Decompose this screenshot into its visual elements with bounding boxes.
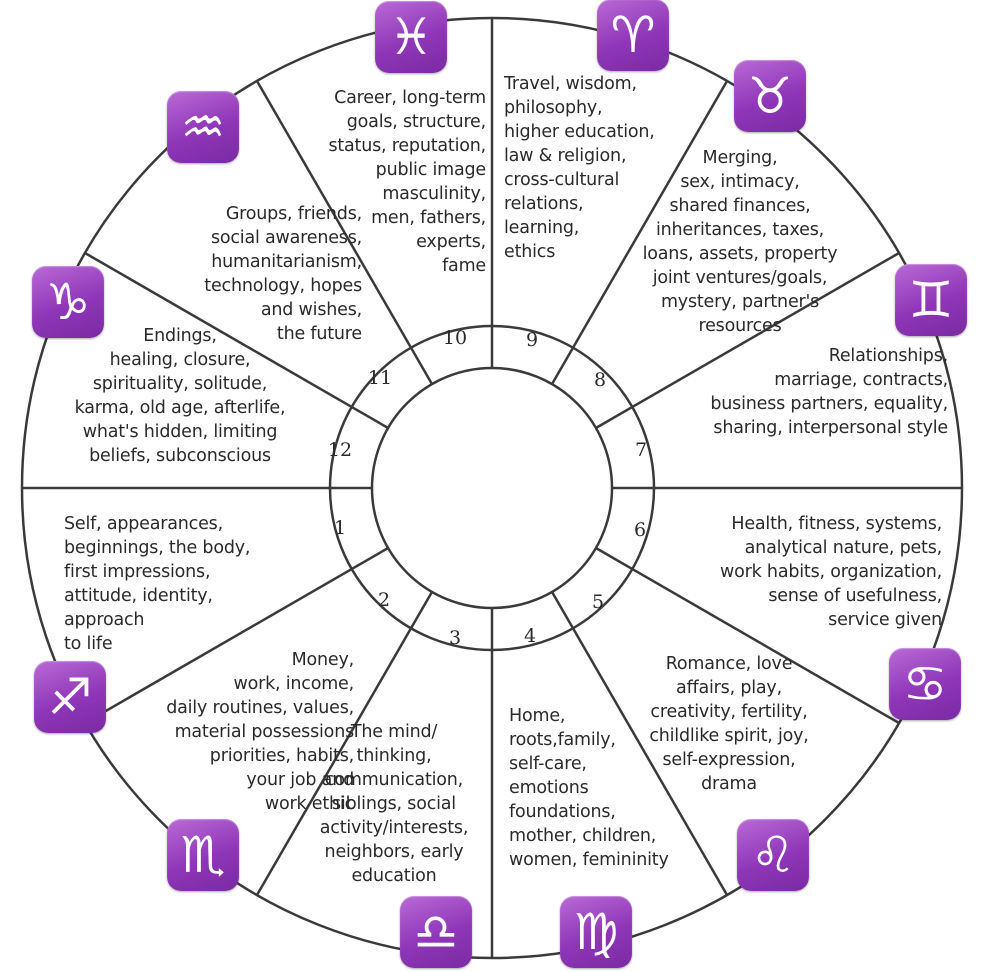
house-9-number: 9 [525,329,539,351]
house-5-text: Romance, love affairs, play, creativity,… [649,654,809,794]
house-2-number: 2 [377,589,391,611]
gemini-icon: ♊ [895,264,967,336]
cancer-icon: ♋ [889,648,961,720]
virgo-icon: ♍ [560,896,632,968]
house-divider [595,546,900,725]
house-divider [255,591,434,896]
inner-circle [370,366,614,610]
house-divider [550,80,729,385]
house-10-text: Career, long-term goals, structure, stat… [328,88,486,276]
house-11-number: 11 [367,367,393,389]
capricorn-icon: ♑ [32,266,104,338]
house-2-text: Money, work, income, daily routines, val… [166,650,354,814]
house-3-number: 3 [448,627,462,649]
house-9-text: Travel, wisdom, philosophy, higher educa… [504,74,655,262]
sagittarius-icon: ♐ [34,661,106,733]
house-6-number: 6 [633,519,647,541]
house-7-number: 7 [634,439,648,461]
house-divider [84,546,389,725]
pisces-icon: ♓ [375,1,447,73]
house-12-number: 12 [327,439,353,461]
house-divider [84,251,389,430]
house-8-number: 8 [593,369,607,391]
house-1-number: 1 [333,517,347,539]
house-6-text: Health, fitness, systems, analytical nat… [720,514,942,630]
house-4-number: 4 [523,625,537,647]
aquarius-icon: ♒ [167,91,239,163]
house-1-text: Self, appearances, beginnings, the body,… [64,514,251,654]
leo-icon: ♌ [737,819,809,891]
house-4-text: Home, roots,family, self-care, emotions … [509,706,669,870]
house-3-text: The mind/ thinking, communication, sibli… [319,722,469,886]
house-8-text: Merging, sex, intimacy, shared finances,… [642,148,838,336]
house-12-text: Endings, healing, closure, spirituality,… [74,326,286,466]
house-divider [255,80,434,385]
libra-icon: ♎ [400,896,472,968]
house-10-number: 10 [442,327,468,349]
house-divider [550,591,729,896]
house-divider [595,251,900,430]
aries-icon: ♈ [597,0,669,71]
house-5-number: 5 [591,591,605,613]
taurus-icon: ♉ [734,60,806,132]
house-11-text: Groups, friends, social awareness, human… [204,204,362,344]
scorpio-icon: ♏ [167,819,239,891]
house-7-text: Relationships, marriage, contracts, busi… [710,346,948,438]
